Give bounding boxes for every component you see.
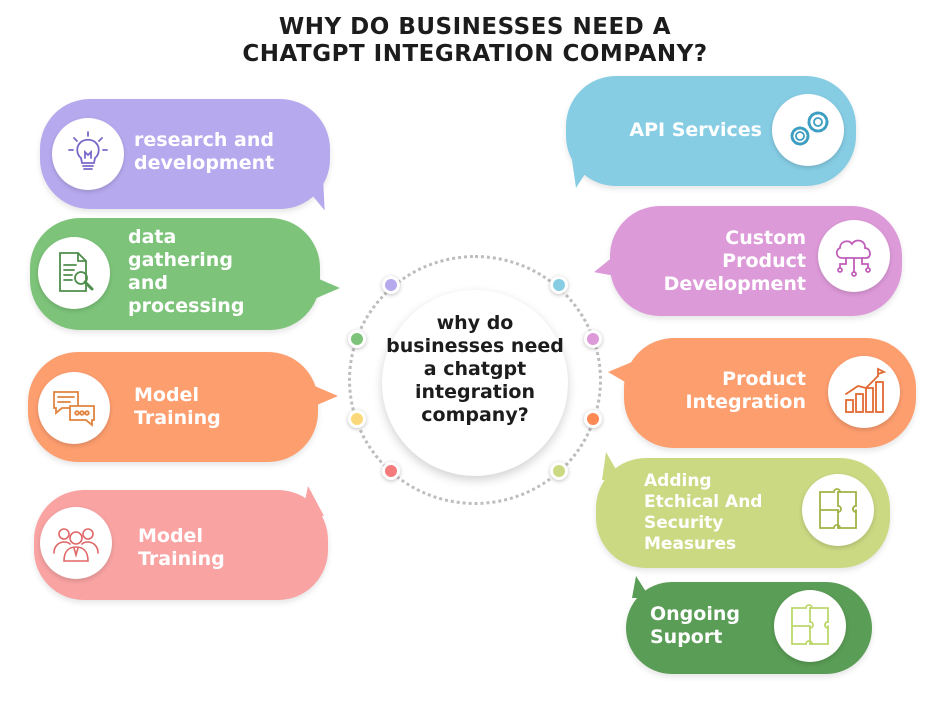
ring-dot — [382, 276, 400, 294]
gears-icon — [790, 111, 829, 146]
center-text: why do businesses need a chatgpt integra… — [386, 312, 564, 426]
icon-holder — [772, 94, 844, 166]
bubble-tail — [632, 576, 650, 598]
icon-holder — [774, 590, 846, 662]
document-search-icon — [59, 252, 94, 292]
icon-holder — [40, 507, 112, 579]
icon-holder — [38, 237, 110, 309]
label-api-services: API Services — [629, 119, 762, 141]
center-dotted-ring — [348, 255, 602, 505]
label-research-and-development: research and development — [134, 129, 275, 174]
label-model-training-2: Model Training — [138, 525, 225, 570]
ring-dot — [550, 276, 568, 294]
label-product-integration: Product Integration — [685, 368, 806, 413]
icon-holder — [38, 372, 110, 444]
ring-dot — [348, 410, 366, 428]
ring-dot — [348, 330, 366, 348]
ring-dot — [584, 330, 602, 348]
chat-bubbles-icon — [53, 391, 95, 427]
page-title: WHY DO BUSINESSES NEED A CHATGPT INTEGRA… — [242, 14, 708, 67]
label-data-gathering: data gathering and processing — [128, 226, 245, 317]
label-model-training-1: Model Training — [134, 384, 221, 429]
icon-holder — [828, 356, 900, 428]
center-circle — [382, 290, 568, 476]
ring-dot — [584, 410, 602, 428]
bubble-tail — [302, 486, 324, 516]
puzzle-icon — [791, 604, 829, 645]
bubble-tail — [572, 160, 594, 188]
icon-holder — [52, 118, 124, 190]
growth-chart-icon — [845, 367, 887, 413]
puzzle-icon — [819, 488, 857, 529]
bubble-tail — [310, 384, 338, 408]
label-ethical-security: Adding Etchical And Security Measures — [644, 471, 763, 554]
bubble-tail — [301, 178, 329, 214]
ring-dot — [382, 462, 400, 480]
label-custom-product-development: Custom Product Development — [663, 227, 806, 295]
lightbulb-icon — [68, 131, 108, 170]
bubble-tail — [608, 362, 632, 386]
icon-holder — [802, 474, 874, 546]
cloud-network-icon — [835, 239, 871, 277]
label-ongoing-support: Ongoing Suport — [650, 603, 740, 648]
icon-holder — [818, 220, 890, 292]
team-icon — [53, 528, 99, 562]
bubble-tail — [312, 276, 340, 300]
bubble-tail — [602, 452, 622, 480]
ring-dot — [550, 462, 568, 480]
